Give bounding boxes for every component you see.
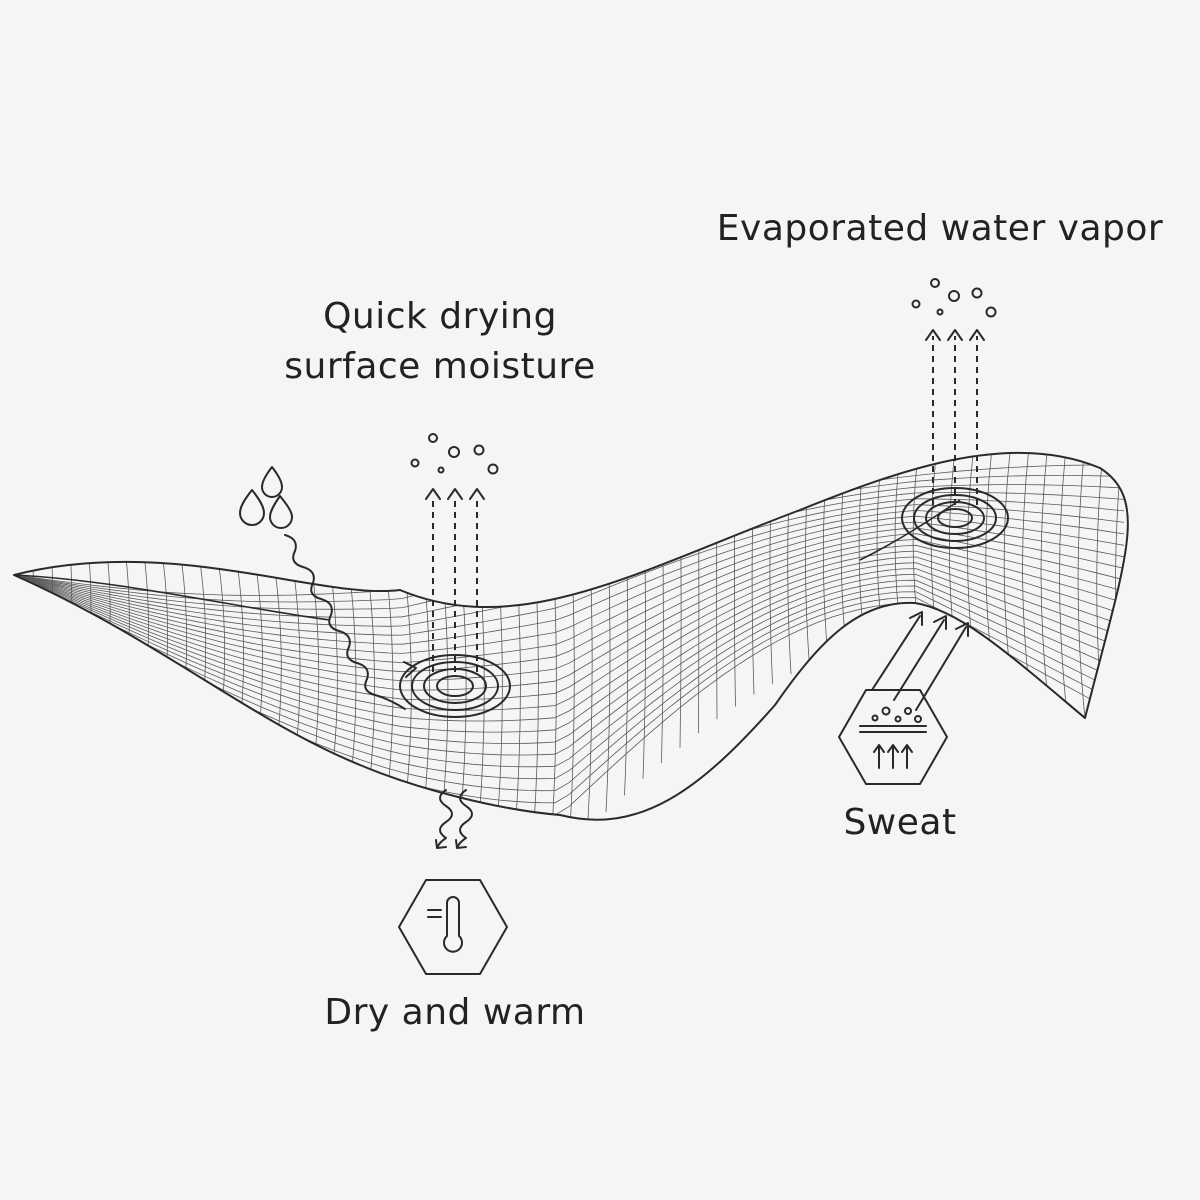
mesh-line-horizontal <box>14 521 1125 664</box>
quick-drying-line1: Quick drying <box>323 296 557 337</box>
mesh-line-horizontal <box>14 544 1125 701</box>
quick-drying-label: Quick drying surface moisture <box>230 292 650 391</box>
fabric-fold-right <box>859 499 961 561</box>
mesh-line-vertical <box>1059 452 1069 728</box>
sweat-icon <box>838 689 948 785</box>
rain-wave-arrow <box>284 534 417 710</box>
right-vapor-bubbles <box>911 278 997 318</box>
dry-and-warm-label: Dry and warm <box>324 992 586 1033</box>
mesh-line-horizontal <box>14 573 1125 756</box>
right-evaporation-arrows <box>925 329 985 505</box>
quick-drying-line2: surface moisture <box>284 345 596 387</box>
mesh-line-horizontal <box>14 539 1125 691</box>
mesh-line-horizontal <box>14 509 1125 645</box>
left-vapor-bubbles <box>410 433 499 475</box>
fabric-outline <box>13 451 1129 821</box>
thermometer-icon <box>398 879 508 975</box>
raindrops-icon <box>239 466 293 529</box>
mesh-line-horizontal <box>14 556 1125 722</box>
evaporated-water-vapor-label: Evaporated water vapor <box>716 208 1164 249</box>
heat-wave-arrows <box>435 789 473 849</box>
mesh-line-horizontal <box>14 484 1125 610</box>
mesh-line-horizontal <box>14 562 1125 733</box>
left-evaporation-arrows <box>425 488 485 672</box>
fabric-fold-left <box>13 574 331 621</box>
mesh-line-horizontal <box>14 527 1125 673</box>
left-moisture-rings <box>399 654 511 718</box>
mesh-line-vertical <box>1040 452 1051 717</box>
mesh-line-horizontal <box>14 568 1125 744</box>
mesh-line-vertical <box>568 503 575 820</box>
mesh-line-horizontal <box>14 550 1125 711</box>
mesh-line-horizontal <box>14 574 1125 804</box>
sweat-arrows <box>871 611 969 711</box>
right-moisture-rings <box>901 487 1009 549</box>
mesh-line-horizontal <box>14 492 1125 618</box>
fabric-mesh <box>13 451 1129 821</box>
mesh-line-horizontal <box>14 533 1125 682</box>
mesh-line-horizontal <box>14 515 1125 654</box>
mesh-line-horizontal <box>14 574 1125 816</box>
sweat-label: Sweat <box>843 802 957 843</box>
mesh-line-vertical <box>1077 452 1088 738</box>
mesh-line-horizontal <box>14 464 1124 596</box>
